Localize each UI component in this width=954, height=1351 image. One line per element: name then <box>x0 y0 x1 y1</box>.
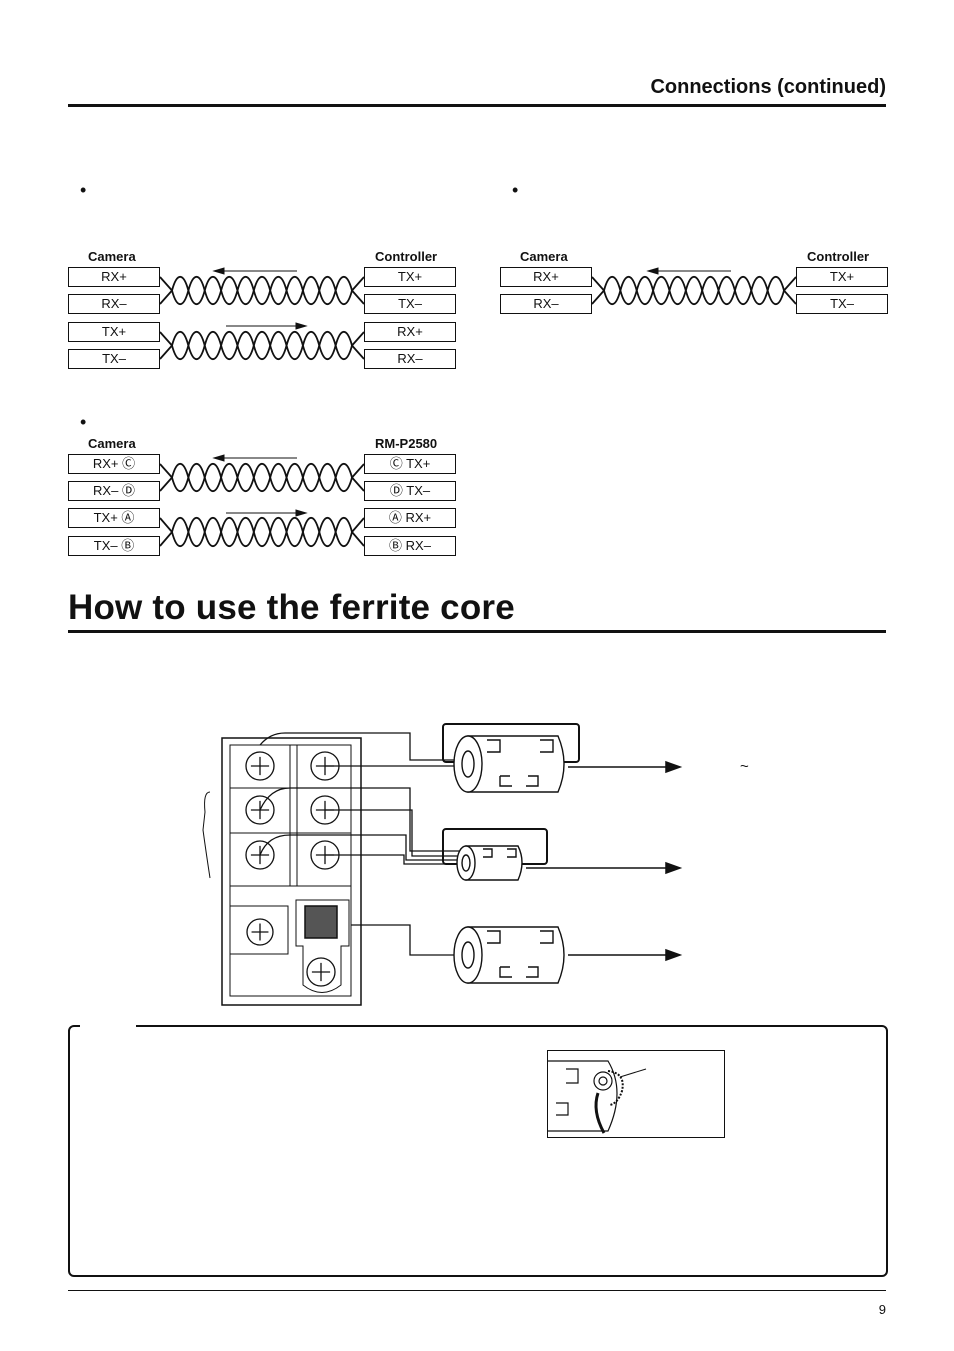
screw-slot <box>311 962 331 982</box>
terminal-rx-plus: RX+ <box>68 267 160 287</box>
terminal-rx-plus: RX+ <box>364 322 456 342</box>
terminal-rx-plus-c: RX+ Ⓒ <box>68 454 160 474</box>
screw-terminals <box>245 751 340 987</box>
twisted-wire <box>591 275 797 306</box>
terminal-block <box>202 737 362 1006</box>
section-title: How to use the ferrite core <box>68 588 515 627</box>
twisted-wire <box>591 275 797 306</box>
bullet-c: • <box>80 412 87 432</box>
screw-slot <box>251 923 269 941</box>
terminal-tx-minus: TX– <box>796 294 888 314</box>
ferrite-core-video <box>453 926 565 984</box>
ferrite-core-power <box>442 723 580 793</box>
rm-p2580-label: RM-P2580 <box>375 436 438 451</box>
terminal-tx-minus: TX– <box>364 294 456 314</box>
terminal-tx-minus: TX– <box>68 349 160 369</box>
cable-clamp-illustration <box>547 1050 725 1138</box>
clamp-drawing <box>548 1060 647 1134</box>
terminal-tx-minus-b: TX– Ⓑ <box>68 536 160 556</box>
ferrite-wires <box>259 732 460 956</box>
terminal-tx-plus-c: Ⓒ TX+ <box>364 454 456 474</box>
screw-slot <box>250 756 270 776</box>
twisted-wire <box>159 330 365 361</box>
tilde-mark: ~ <box>740 758 749 775</box>
terminal-rx-minus: RX– <box>364 349 456 369</box>
controller-label: Controller <box>807 249 870 264</box>
camera-label: Camera <box>520 249 568 264</box>
terminal-tx-plus: TX+ <box>364 267 456 287</box>
twisted-pair-wires <box>159 275 797 548</box>
twisted-wire <box>159 275 365 306</box>
terminal-rx-plus: RX+ <box>500 267 592 287</box>
terminal-tx-minus-d: Ⓓ TX– <box>364 481 456 501</box>
camera-label: Camera <box>88 249 136 264</box>
header-rule <box>68 104 886 107</box>
note-box <box>68 1025 888 1277</box>
signal-direction-arrows <box>212 267 731 517</box>
terminal-tx-plus: TX+ <box>68 322 160 342</box>
camera-label: Camera <box>88 436 136 451</box>
twisted-wire <box>159 330 365 361</box>
section-rule <box>68 630 886 633</box>
ferrite-core-signal <box>442 828 548 881</box>
terminal-rx-minus: RX– <box>68 294 160 314</box>
twisted-wire <box>159 516 365 548</box>
bullet-b: • <box>512 180 519 200</box>
footer-rule <box>68 1290 886 1291</box>
note-box-tab-gap <box>80 1020 136 1030</box>
bullet-a: • <box>80 180 87 200</box>
terminal-rx-minus: RX– <box>500 294 592 314</box>
twisted-wire <box>159 516 365 548</box>
twisted-wire <box>159 275 365 306</box>
terminal-tx-plus: TX+ <box>796 267 888 287</box>
terminal-rx-plus-a: Ⓐ RX+ <box>364 508 456 528</box>
page-header-title: Connections (continued) <box>650 76 886 98</box>
ferrite-output-arrows <box>526 760 683 962</box>
terminal-rx-minus-d: RX– Ⓓ <box>68 481 160 501</box>
twisted-wire <box>159 462 365 493</box>
twisted-wire <box>159 462 365 493</box>
page-number: 9 <box>878 1302 886 1317</box>
terminal-tx-plus-a: TX+ Ⓐ <box>68 508 160 528</box>
terminal-rx-minus-b: Ⓑ RX– <box>364 536 456 556</box>
controller-label: Controller <box>375 249 438 264</box>
